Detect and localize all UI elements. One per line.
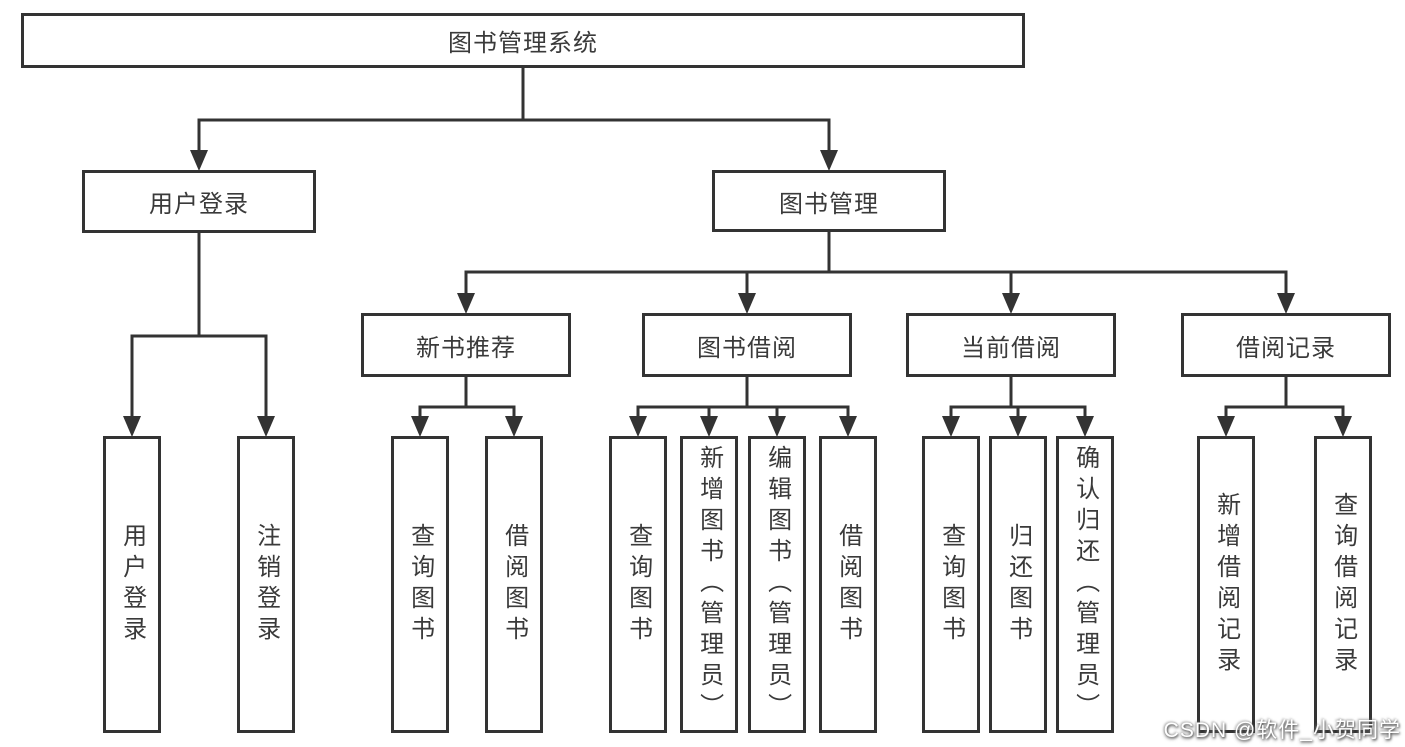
leaf-user-login: 用户登录 (103, 436, 161, 733)
node-new-book-recommend-label: 新书推荐 (416, 334, 516, 362)
leaf-newbook-borrow-books: 借阅图书 (485, 436, 543, 733)
leaf-records-add: 新增借阅记录 (1197, 436, 1255, 733)
leaf-borrow-borrow-books: 借阅图书 (819, 436, 877, 733)
node-book-management: 图书管理 (712, 170, 946, 232)
leaf-newbook-borrow-books-label: 借阅图书 (500, 522, 528, 647)
node-current-borrow: 当前借阅 (906, 313, 1116, 377)
leaf-borrow-add-books-admin-label: 新增图书（管理员） (695, 445, 723, 724)
leaf-logout: 注销登录 (237, 436, 295, 733)
leaf-records-query-label: 查询借阅记录 (1329, 491, 1357, 678)
leaf-newbook-query-books-label: 查询图书 (406, 522, 434, 647)
leaf-current-query-books-label: 查询图书 (937, 522, 965, 647)
leaf-borrow-add-books-admin: 新增图书（管理员） (680, 436, 738, 733)
node-user-login-label: 用户登录 (149, 191, 249, 218)
leaf-borrow-query-books-label: 查询图书 (624, 522, 652, 647)
leaf-current-return-books-label: 归还图书 (1004, 522, 1032, 647)
leaf-records-query: 查询借阅记录 (1314, 436, 1372, 733)
leaf-borrow-edit-books-admin-label: 编辑图书（管理员） (763, 445, 791, 724)
node-book-management-label: 图书管理 (779, 190, 879, 218)
csdn-watermark: CSDN @软件_小贺同学 (1163, 719, 1401, 742)
leaf-current-confirm-return-admin-label: 确认归还（管理员） (1071, 445, 1099, 724)
leaf-records-add-label: 新增借阅记录 (1212, 491, 1240, 678)
leaf-borrow-query-books: 查询图书 (609, 436, 667, 733)
node-book-borrow-label: 图书借阅 (697, 334, 797, 362)
node-root-label: 图书管理系统 (448, 30, 598, 57)
leaf-borrow-borrow-books-label: 借阅图书 (834, 522, 862, 647)
node-new-book-recommend: 新书推荐 (361, 313, 571, 377)
leaf-current-confirm-return-admin: 确认归还（管理员） (1056, 436, 1114, 733)
leaf-current-query-books: 查询图书 (922, 436, 980, 733)
node-user-login: 用户登录 (82, 170, 316, 233)
leaf-newbook-query-books: 查询图书 (391, 436, 449, 733)
node-borrow-records: 借阅记录 (1181, 313, 1391, 377)
leaf-current-return-books: 归还图书 (989, 436, 1047, 733)
leaf-borrow-edit-books-admin: 编辑图书（管理员） (748, 436, 806, 733)
node-book-borrow: 图书借阅 (642, 313, 852, 377)
leaf-logout-label: 注销登录 (252, 522, 280, 647)
node-borrow-records-label: 借阅记录 (1236, 334, 1336, 362)
node-root-system: 图书管理系统 (21, 13, 1025, 68)
node-current-borrow-label: 当前借阅 (961, 334, 1061, 362)
leaf-user-login-label: 用户登录 (118, 522, 146, 647)
